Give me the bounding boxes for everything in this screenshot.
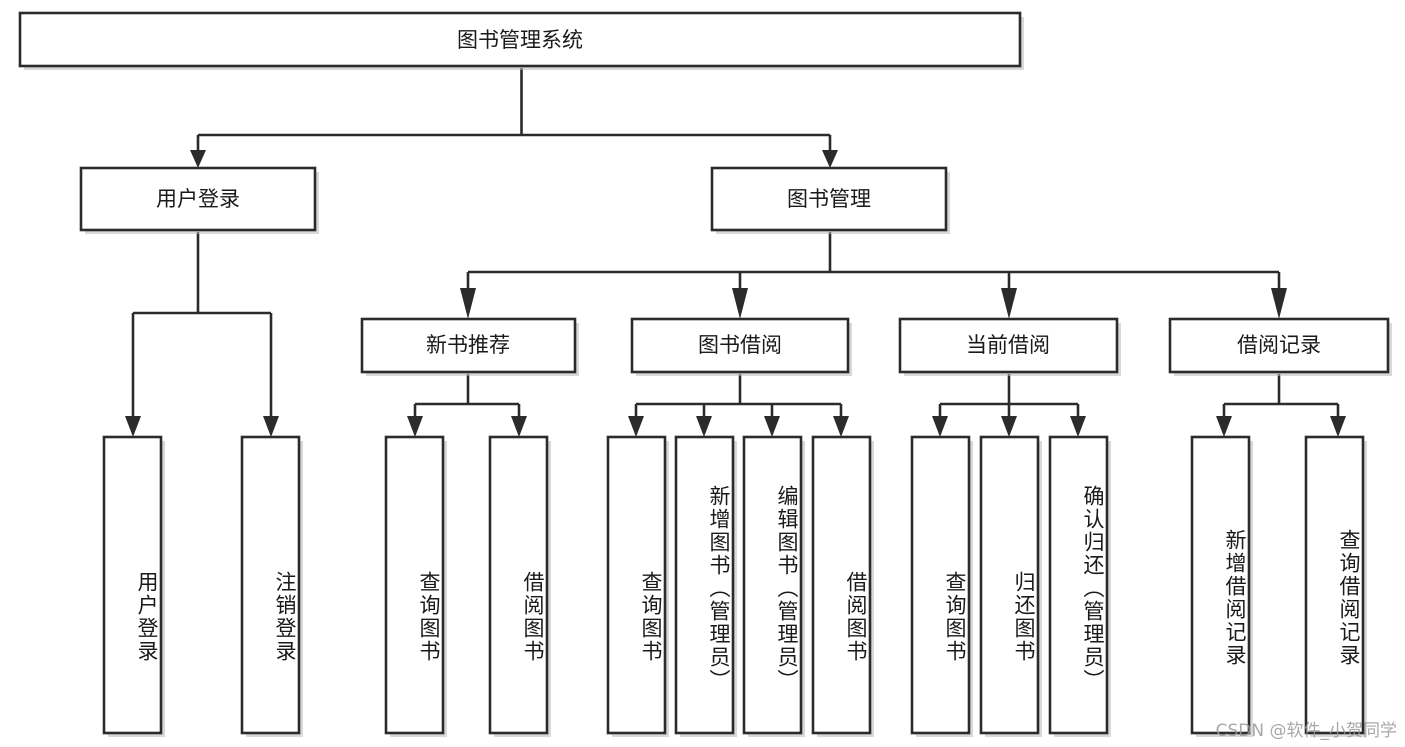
arrow-bookborrow-leaf4 <box>833 416 849 437</box>
node-borrow-record[interactable]: 借阅记录 <box>1168 317 1392 376</box>
leaf-current-borrow-1-box[interactable] <box>910 435 971 735</box>
arrow-bookborrow-leaf3 <box>764 416 780 437</box>
leaf-new-book-1-box[interactable] <box>384 435 445 735</box>
arrow-bookmgmt-to-n3 <box>1001 288 1017 319</box>
node-user-login-label: 用户登录 <box>156 187 240 211</box>
arrow-bookmgmt-to-n4 <box>1271 288 1287 319</box>
node-root-box[interactable] <box>18 11 1022 68</box>
arrow-bookmgmt-to-n2 <box>732 288 748 319</box>
leaf-book-borrow-4-box[interactable] <box>811 435 872 735</box>
node-user-login[interactable]: 用户登录 <box>79 166 319 234</box>
leaf-borrow-record-1-box[interactable] <box>1190 435 1251 735</box>
node-root-label: 图书管理系统 <box>457 28 583 52</box>
node-book-borrow-label: 图书借阅 <box>698 333 782 357</box>
leaf-user-login-1-box[interactable] <box>102 435 163 735</box>
leaf-user-login-2-box[interactable] <box>240 435 301 735</box>
node-new-book-recommend-box[interactable] <box>360 317 577 374</box>
leaf-boxes <box>102 435 1367 737</box>
node-root[interactable]: 图书管理系统 <box>18 11 1024 70</box>
leaf-current-borrow-3-box[interactable] <box>1048 435 1109 735</box>
arrow-borrowrecord-leaf1 <box>1216 416 1232 437</box>
watermark-text: CSDN @软件_小贺同学 <box>1215 721 1397 741</box>
node-new-book-recommend-label: 新书推荐 <box>426 333 510 357</box>
node-book-borrow-box[interactable] <box>630 317 850 374</box>
arrow-newbook-leaf1 <box>407 416 423 437</box>
node-book-borrow[interactable]: 图书借阅 <box>630 317 852 376</box>
node-book-management-label: 图书管理 <box>787 187 871 211</box>
node-user-login-box[interactable] <box>79 166 317 232</box>
node-current-borrow[interactable]: 当前借阅 <box>898 317 1121 376</box>
leaf-book-borrow-2-box[interactable] <box>674 435 735 735</box>
node-book-management-box[interactable] <box>710 166 948 232</box>
node-current-borrow-label: 当前借阅 <box>966 333 1050 357</box>
connectors <box>125 68 1346 437</box>
leaf-new-book-2-box[interactable] <box>488 435 549 735</box>
leaf-book-borrow-3-box[interactable] <box>742 435 803 735</box>
node-book-management[interactable]: 图书管理 <box>710 166 950 234</box>
arrow-userlogin-leaf2 <box>263 416 279 437</box>
arrow-borrowrecord-leaf2 <box>1330 416 1346 437</box>
arrow-root-to-bookmgmt <box>822 150 838 168</box>
arrow-currentborrow-leaf2 <box>1001 416 1017 437</box>
arrow-root-to-userlogin <box>190 150 206 168</box>
node-new-book-recommend[interactable]: 新书推荐 <box>360 317 579 376</box>
arrow-bookmgmt-to-n1 <box>460 288 476 319</box>
arrow-currentborrow-leaf1 <box>932 416 948 437</box>
arrow-newbook-leaf2 <box>511 416 527 437</box>
arrow-bookborrow-leaf1 <box>628 416 644 437</box>
node-borrow-record-label: 借阅记录 <box>1237 333 1321 357</box>
node-current-borrow-box[interactable] <box>898 317 1119 374</box>
arrow-bookborrow-leaf2 <box>696 416 712 437</box>
leaf-borrow-record-2-box[interactable] <box>1304 435 1365 735</box>
leaf-book-borrow-1-box[interactable] <box>606 435 667 735</box>
leaf-current-borrow-2-box[interactable] <box>979 435 1040 735</box>
node-borrow-record-box[interactable] <box>1168 317 1390 374</box>
arrow-currentborrow-leaf3 <box>1070 416 1086 437</box>
arrow-userlogin-leaf1 <box>125 416 141 437</box>
